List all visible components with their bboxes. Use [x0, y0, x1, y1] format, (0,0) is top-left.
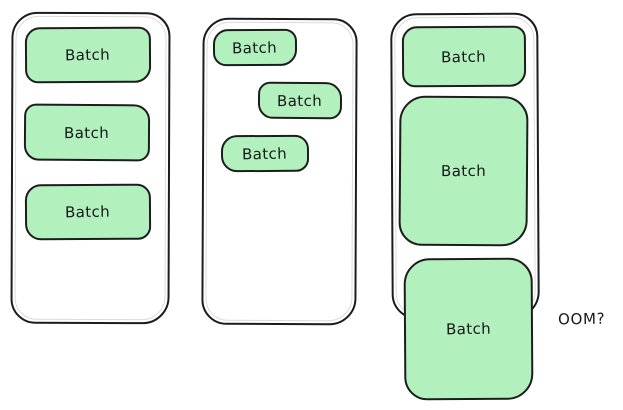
batch-label: Batch — [242, 144, 288, 163]
batch-block: Batch — [212, 28, 298, 67]
batch-label: Batch — [65, 202, 111, 222]
batch-block: Batch — [24, 26, 152, 84]
oom-label: OOM? — [557, 309, 606, 329]
batch-label: Batch — [445, 319, 492, 339]
batch-label: Batch — [64, 123, 110, 142]
batch-block: Batch — [24, 183, 152, 241]
batch-block: Batch — [23, 103, 151, 162]
batch-label: Batch — [441, 47, 487, 66]
batch-label: Batch — [277, 91, 323, 110]
batch-block: Batch — [403, 257, 534, 401]
batch-block: Batch — [398, 95, 529, 247]
batch-label: Batch — [232, 38, 278, 57]
batch-label: Batch — [65, 45, 111, 65]
batch-block: Batch — [257, 81, 343, 120]
batch-block: Batch — [401, 25, 527, 88]
batch-block: Batch — [220, 134, 310, 173]
batch-label: Batch — [440, 161, 487, 181]
